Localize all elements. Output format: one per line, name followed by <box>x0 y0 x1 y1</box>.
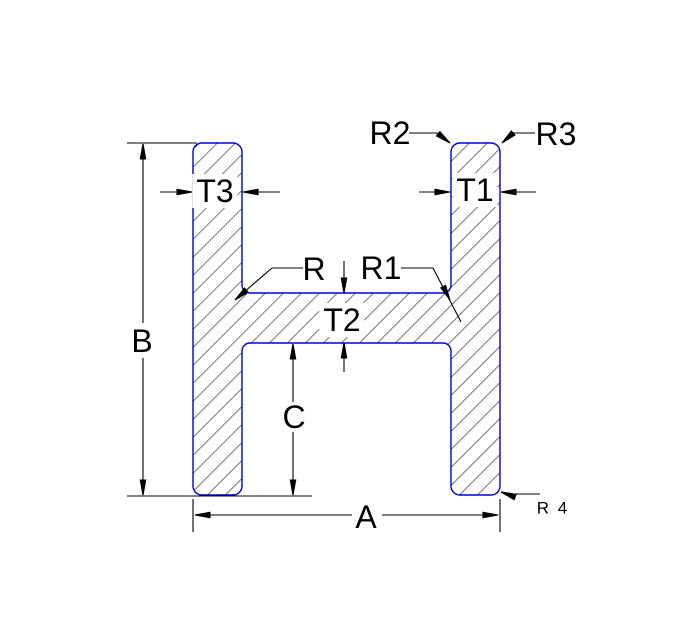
dimension-A <box>192 499 501 532</box>
leader-R1 <box>401 267 462 323</box>
label-R3: R3 <box>535 116 577 152</box>
dimension-T1 <box>419 188 536 196</box>
label-T2: T2 <box>319 303 365 337</box>
dimension-C <box>289 343 297 496</box>
leader-R <box>232 267 303 303</box>
leader-R3 <box>499 130 535 146</box>
label-C: C <box>282 399 306 435</box>
label-B: B <box>131 323 153 359</box>
dimension-B <box>127 142 312 497</box>
label-T3: T3 <box>192 174 238 208</box>
label-R1: R1 <box>360 250 402 286</box>
label-R4: R 4 <box>536 498 570 518</box>
leader-R4 <box>499 488 540 501</box>
label-T1: T1 <box>452 173 498 207</box>
label-R2: R2 <box>369 115 411 151</box>
dimension-T2 <box>340 261 348 372</box>
dimension-T3 <box>160 188 280 196</box>
label-R: R <box>302 251 326 287</box>
leader-R2 <box>409 131 453 146</box>
label-A: A <box>355 499 377 535</box>
